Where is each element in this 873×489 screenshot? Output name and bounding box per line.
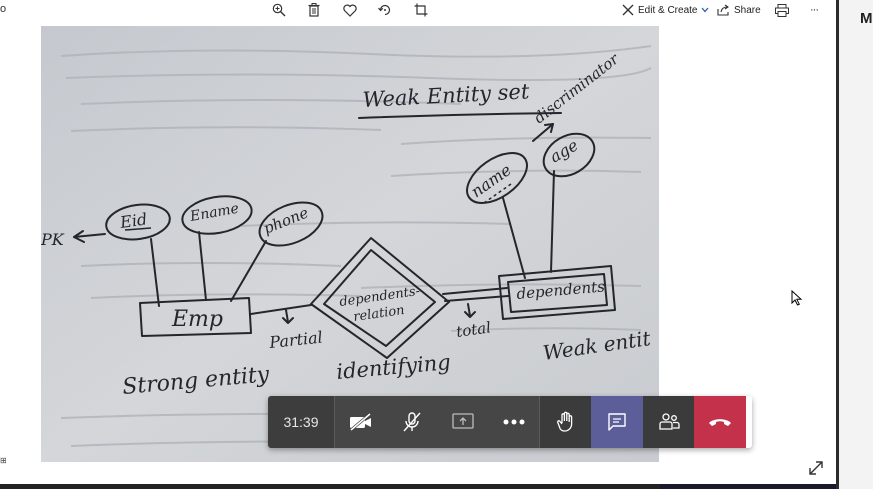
chat-icon <box>608 413 626 431</box>
panel-divider <box>836 0 839 489</box>
raise-hand-button[interactable] <box>540 396 591 448</box>
entity-emp: Emp <box>171 307 223 332</box>
callbar-separator <box>539 396 540 448</box>
raise-hand-icon <box>556 411 572 432</box>
hang-up-button[interactable] <box>694 396 746 448</box>
callbar-separator <box>334 396 335 448</box>
participants-button[interactable] <box>643 396 694 448</box>
delete-icon[interactable] <box>305 1 323 19</box>
edit-create-icon <box>622 4 634 16</box>
edit-create-label: Edit & Create <box>638 4 698 16</box>
camera-toggle-button[interactable] <box>335 396 386 448</box>
share-screen-icon <box>451 413 474 429</box>
call-control-bar: 31:39 <box>268 396 752 448</box>
participants-icon <box>658 413 680 430</box>
right-panel-letter: M <box>860 10 873 27</box>
hang-up-icon <box>709 419 731 426</box>
photo-image: Weak Entity set discriminator PK Eid Ena… <box>41 26 659 462</box>
corner-glyph: ⊞ <box>0 456 7 465</box>
crop-icon[interactable] <box>412 1 430 19</box>
photo-viewer-toolbar: o Edit & Create Share ··· <box>0 0 836 20</box>
more-actions-button[interactable] <box>488 396 539 448</box>
chevron-down-icon <box>701 7 709 13</box>
bottom-edge-strip-right <box>660 484 836 489</box>
bottom-edge-strip <box>0 484 660 489</box>
right-side-panel: M <box>839 0 873 489</box>
more-dots-icon <box>503 419 524 425</box>
more-options-button[interactable]: ··· <box>810 4 819 16</box>
share-button[interactable]: Share <box>717 2 761 18</box>
toolbar-left-glyph: o <box>0 3 7 15</box>
microphone-toggle-button[interactable] <box>386 396 437 448</box>
edit-create-button[interactable]: Edit & Create <box>622 2 709 18</box>
total-label: total <box>455 318 492 341</box>
share-screen-button[interactable] <box>437 396 488 448</box>
print-icon[interactable] <box>773 1 791 19</box>
expand-icon[interactable] <box>807 459 825 477</box>
favorite-icon[interactable] <box>341 1 359 19</box>
share-label: Share <box>734 4 761 16</box>
share-icon <box>717 4 729 16</box>
pk-label: PK <box>41 230 65 249</box>
camera-off-icon <box>349 413 371 431</box>
mouse-cursor-icon <box>791 289 803 306</box>
rotate-icon[interactable] <box>376 1 394 19</box>
chat-button[interactable] <box>591 396 643 448</box>
call-timer: 31:39 <box>268 396 334 448</box>
attr-eid: Eid <box>118 209 148 232</box>
relationship-line2: relation <box>352 303 405 325</box>
mic-off-icon <box>402 412 421 432</box>
zoom-in-icon[interactable] <box>270 1 288 19</box>
